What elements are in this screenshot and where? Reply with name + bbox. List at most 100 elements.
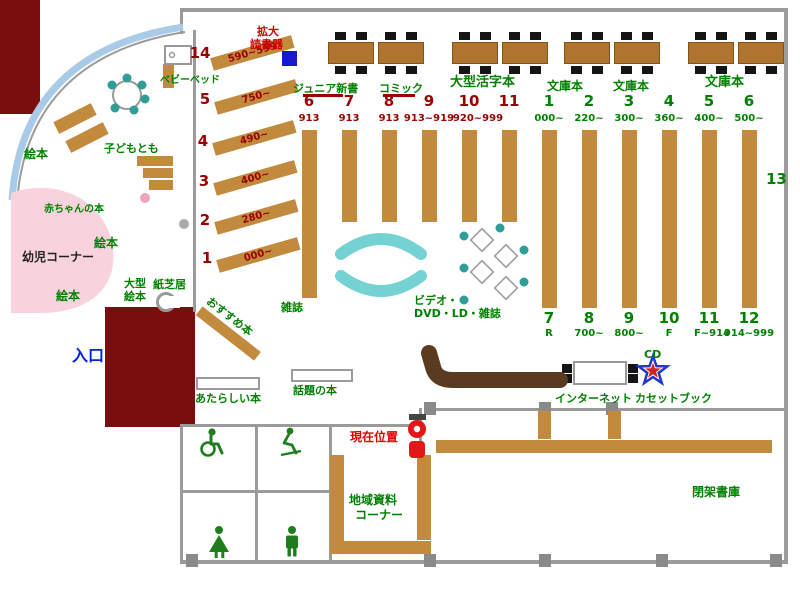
label-baby-bed: ベビーベッド <box>160 75 220 86</box>
step-shelf <box>149 180 173 190</box>
section-number: 7 <box>343 92 355 110</box>
pillar <box>424 402 436 415</box>
wall <box>180 560 786 564</box>
shelf-number: 3 <box>198 172 210 190</box>
section-number: 9 <box>623 309 635 327</box>
shelf-number: 4 <box>197 132 209 150</box>
section-range: F~914 <box>693 328 731 339</box>
section-number: 8 <box>383 92 395 110</box>
section-number: 3 <box>623 92 635 110</box>
new-books-shelf <box>196 377 260 390</box>
shelf-range-label: 400~ <box>239 168 271 188</box>
label-junior-shinsho: ジュニア新書 <box>293 82 359 95</box>
bookshelf <box>436 440 772 453</box>
reading-table <box>688 32 734 74</box>
label-large-print: 大型活字本 <box>450 75 516 90</box>
label-cassette-book: カセットブック <box>635 392 712 405</box>
step-shelf <box>137 156 173 166</box>
section-number: 1 <box>543 92 555 110</box>
magnifier-device-icon <box>282 51 297 66</box>
pillar <box>186 554 198 567</box>
section-range: 360~ <box>654 113 684 124</box>
section-range: 000~ <box>534 113 564 124</box>
pillar <box>424 554 436 567</box>
reading-table <box>738 32 784 74</box>
bookshelf <box>662 130 677 308</box>
shelf-range-label: 280~ <box>240 207 272 227</box>
section-number: 6 <box>303 92 315 110</box>
bookshelf <box>538 411 551 439</box>
label-video-2: DVD・LD・雑誌 <box>414 307 501 320</box>
label-kamishibai: 紙芝居 <box>153 278 186 291</box>
step-shelf <box>143 168 173 178</box>
wall <box>180 8 183 34</box>
shelf-mark <box>383 94 415 97</box>
section-range: 913 <box>298 113 320 124</box>
bench-arcs <box>335 233 427 297</box>
label-kodomotomo: 子どもとも <box>104 142 159 155</box>
wall <box>193 30 196 312</box>
label-entrance: 入口 <box>72 346 105 365</box>
section-range: R <box>545 328 553 339</box>
label-baby-books: 赤ちゃんの本 <box>44 204 104 215</box>
label-large-picture-books-1: 大型 <box>124 277 146 290</box>
shelf-range-label: 750~ <box>240 87 272 107</box>
bookshelf <box>422 130 437 222</box>
entrance-block <box>105 307 195 427</box>
label-infant-corner: 幼児コーナー <box>22 250 95 264</box>
round-table <box>107 73 150 115</box>
bookshelf <box>330 455 344 554</box>
label-magnifier-1: 拡大 <box>257 25 279 38</box>
bookshelf <box>302 130 317 298</box>
shelf-number: 2 <box>199 211 211 229</box>
reading-table <box>502 32 548 74</box>
diagonal-shelf: 750~ <box>214 79 299 115</box>
label-bunko-1: 文庫本 <box>547 79 584 93</box>
bookshelf <box>462 130 477 222</box>
bookshelf <box>702 130 717 308</box>
section-range: 920~999 <box>452 113 504 124</box>
section-number: 7 <box>543 309 555 327</box>
label-new-books: あたらしい本 <box>195 392 261 405</box>
section-number: 9 <box>423 92 435 110</box>
section-number: 12 <box>738 309 760 327</box>
section-number: 6 <box>743 92 755 110</box>
bookshelf <box>382 130 397 222</box>
section-number: 10 <box>658 309 680 327</box>
bookshelf <box>342 130 357 222</box>
reading-table <box>378 32 424 74</box>
wall <box>180 8 786 12</box>
section-range: 913~919 <box>403 113 455 124</box>
bookshelf <box>417 455 431 540</box>
staff-area-block <box>0 0 40 114</box>
label-current-location: 現在位置 <box>350 430 399 444</box>
section-range: 913 <box>338 113 360 124</box>
label-internet: インターネット <box>555 392 632 405</box>
reading-table <box>564 32 610 74</box>
section-range: F <box>665 328 673 339</box>
bookshelf <box>582 130 597 308</box>
label-picture-books: 絵本 <box>56 289 81 303</box>
label-magnifier-2: 読書器 <box>250 38 283 51</box>
bookshelf <box>330 541 431 554</box>
bookshelf <box>542 130 557 308</box>
shelf-number: 5 <box>199 90 211 108</box>
stool-gray <box>179 219 189 229</box>
label-local-materials-1: 地域資料 <box>349 493 398 507</box>
section-range: 220~ <box>574 113 604 124</box>
diagonal-shelf: 280~ <box>214 199 299 235</box>
section-range: 800~ <box>614 328 644 339</box>
section-number: 2 <box>583 92 595 110</box>
shelf-number: 14 <box>189 44 211 62</box>
label-closed-stacks: 閉架書庫 <box>692 485 741 499</box>
bookshelf <box>742 130 757 308</box>
section-range: 700~ <box>574 328 604 339</box>
reading-table <box>452 32 498 74</box>
pillar <box>656 554 668 567</box>
reading-table <box>328 32 374 74</box>
wall <box>255 424 258 564</box>
label-area-13: 13 <box>766 170 787 188</box>
label-bunko-3: 文庫本 <box>705 75 745 90</box>
carrel-chairs <box>459 223 529 305</box>
service-counter <box>421 345 568 388</box>
